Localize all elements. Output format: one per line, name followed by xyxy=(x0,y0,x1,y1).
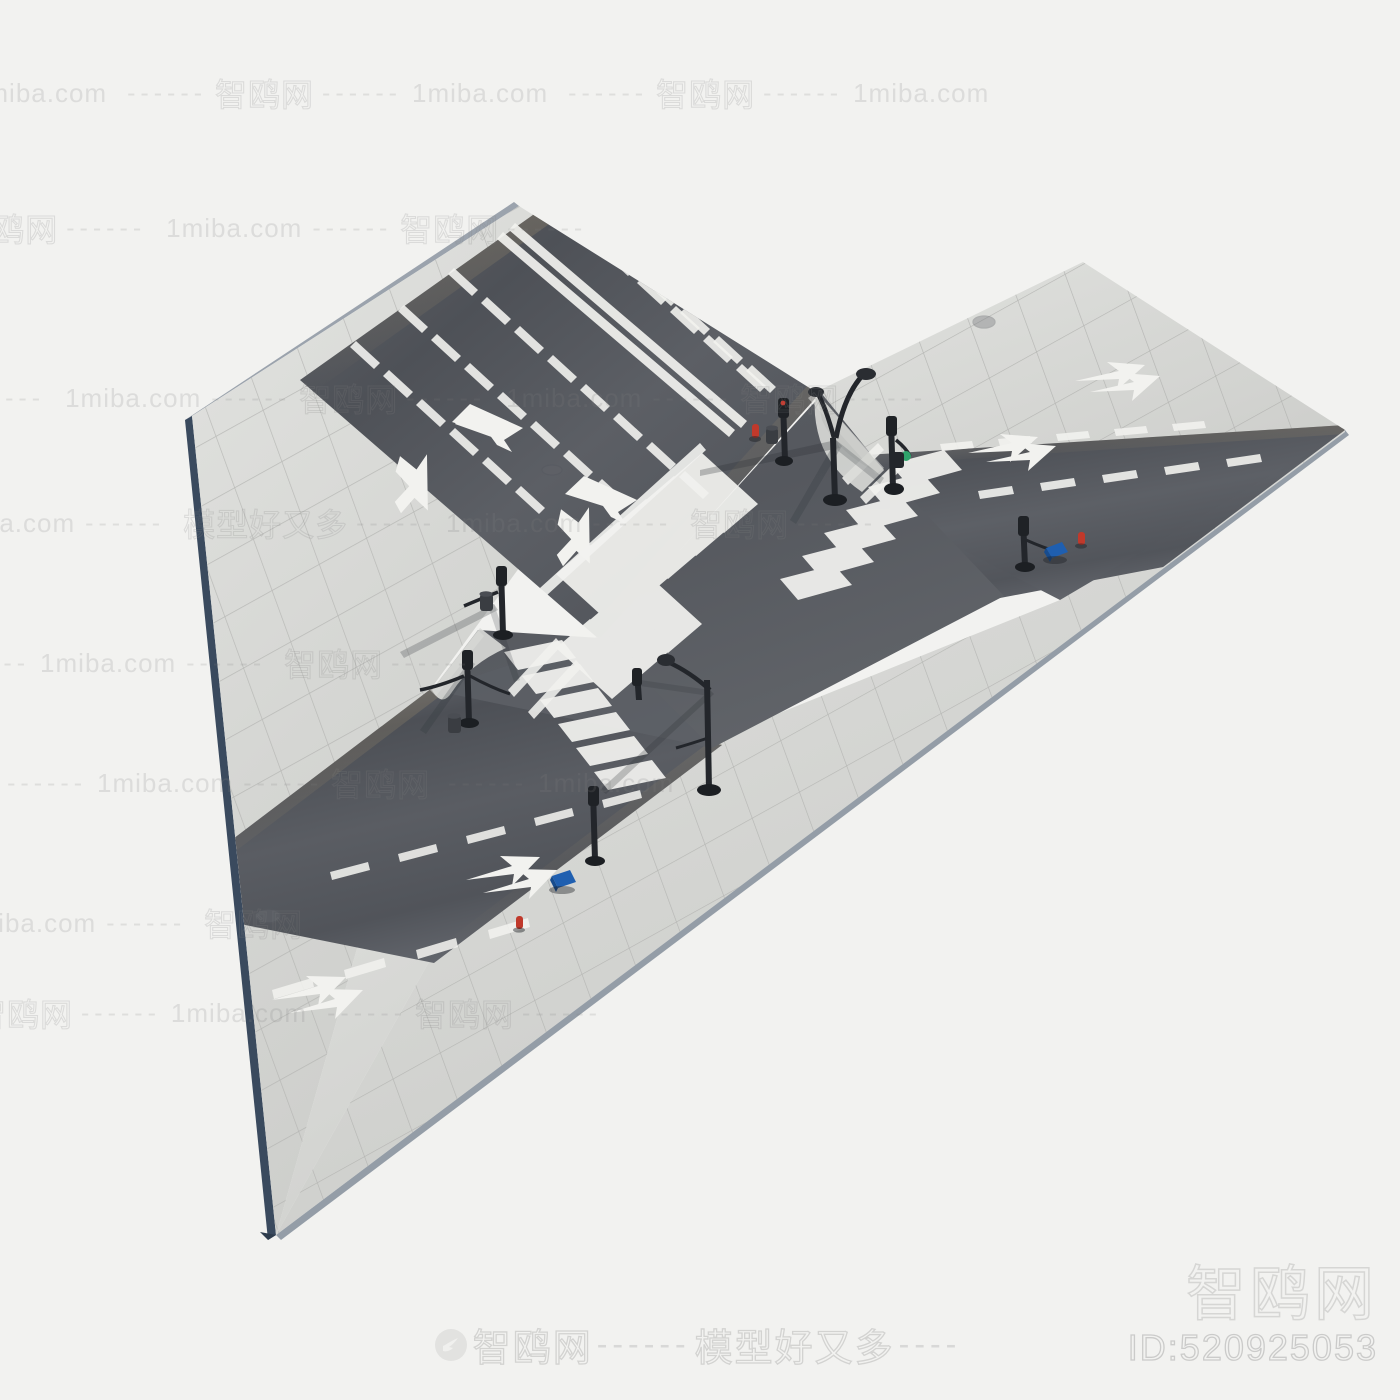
streetlight-ne xyxy=(808,368,876,506)
traffic-signal-south xyxy=(632,668,642,700)
fire-hydrant-east xyxy=(1075,532,1087,549)
crosswalk-south-stopline xyxy=(508,638,582,719)
road-arrow-east-2 xyxy=(1075,362,1160,401)
road-arrow-east-1 xyxy=(968,434,1056,471)
object-shadows xyxy=(400,440,884,794)
crosswalk-north xyxy=(556,453,758,699)
road-arrow-north-3 xyxy=(452,404,523,452)
model-base-edge xyxy=(185,202,1349,1240)
trash-bin-south xyxy=(549,870,576,894)
road-arrow-north-4 xyxy=(565,476,637,524)
road-arrow-west-2 xyxy=(272,976,363,1019)
traffic-signal-nw xyxy=(463,566,513,640)
north-lane-dashes-left3 xyxy=(350,341,545,514)
fire-hydrant-ne xyxy=(749,424,761,442)
trash-can-sw xyxy=(447,713,461,733)
east-lane-dashes2 xyxy=(978,454,1262,499)
traffic-signal-sw xyxy=(419,650,511,728)
traffic-signal-se xyxy=(585,786,605,866)
east-arm-road xyxy=(840,425,1345,600)
road-arrow-north-1 xyxy=(394,454,428,514)
fire-hydrant-south xyxy=(513,916,525,933)
streetlight-se xyxy=(657,654,721,796)
road-arrow-west-1 xyxy=(466,856,557,899)
west-lane-dashes xyxy=(330,790,642,880)
manhole-covers xyxy=(254,315,996,924)
center-double-line xyxy=(497,223,747,437)
trash-bin-east xyxy=(1043,542,1068,564)
traffic-signal-ne-green xyxy=(884,416,912,495)
crosswalk-east xyxy=(780,450,962,600)
trash-can-nw xyxy=(479,591,493,611)
crosswalk-north-stopline xyxy=(540,443,706,596)
road-markings xyxy=(200,219,1262,1019)
trash-can-ne xyxy=(766,425,778,444)
road-surfaces xyxy=(192,210,1345,1019)
traffic-signal-ne-red xyxy=(775,398,793,466)
